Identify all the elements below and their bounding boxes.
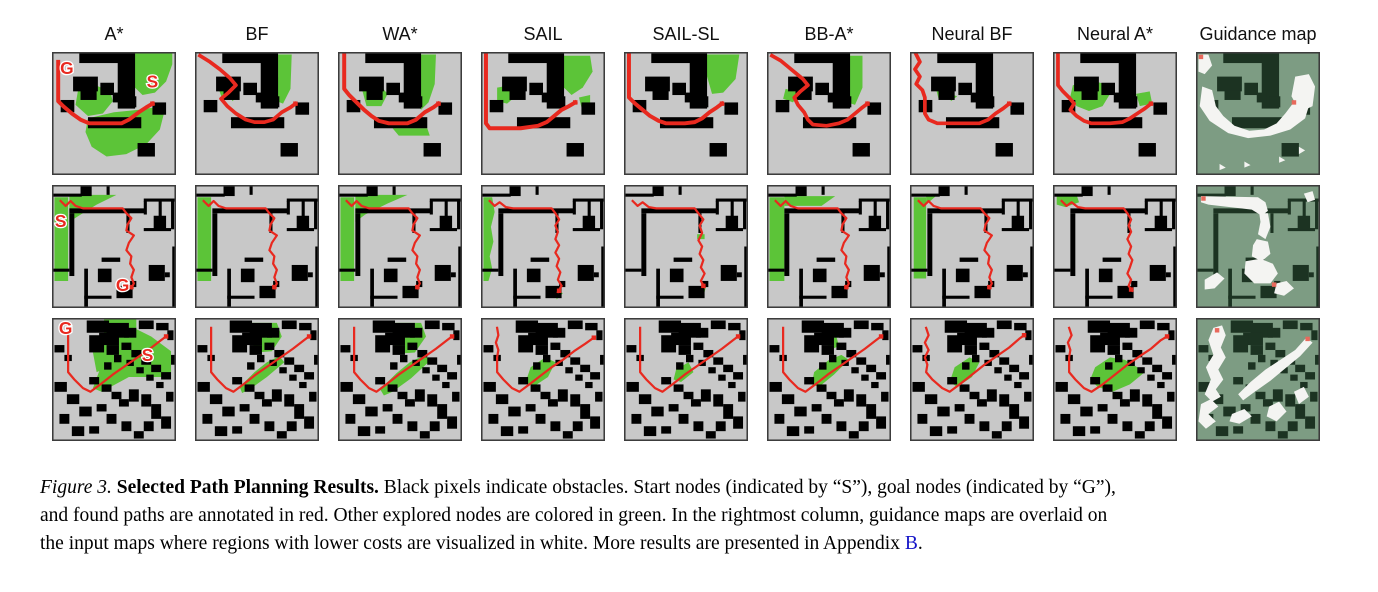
caption-figure-label: Figure 3. [40, 477, 117, 498]
map-row3-guidance-map [1196, 318, 1320, 441]
map-row1-guidance-map [1196, 52, 1320, 175]
column-header-neural-bf: Neural BF [931, 24, 1013, 44]
caption-text: the input maps where regions with lower … [40, 533, 905, 554]
map-row3-neural-a [1053, 318, 1177, 441]
column-headers: A* BF WA* SAIL SAIL-SL BB-A* Neural BF Neural A… [52, 0, 1339, 52]
map-row2-neural-a [1053, 185, 1177, 308]
figure-caption: Figure 3. Selected Path Planning Results… [40, 474, 1350, 558]
map-row1-sail [481, 52, 605, 175]
column-header-guidance-map: Guidance map [1199, 24, 1317, 44]
column-header-a: A* [104, 24, 124, 44]
map-row1-sail-sl [624, 52, 748, 175]
map-row3-neural-bf [910, 318, 1034, 441]
map-row1-neural-a [1053, 52, 1177, 175]
caption-text: . [917, 533, 923, 554]
map-row1-bf [195, 52, 319, 175]
map-row3-bb-a [767, 318, 891, 441]
column-header-bf: BF [245, 24, 269, 44]
map-row3-bf [195, 318, 319, 441]
map-row2-sail-sl [624, 185, 748, 308]
map-row2-wa [338, 185, 462, 308]
map-row1-wa [338, 52, 462, 175]
map-row2-bf [195, 185, 319, 308]
map-row2-sail [481, 185, 605, 308]
start-node-label: S [55, 211, 67, 231]
start-node-label: S [142, 345, 154, 365]
caption-line-1: Figure 3. Selected Path Planning Results… [40, 474, 1350, 502]
column-header-sail-sl: SAIL-SL [652, 24, 720, 44]
caption-line-2: and found paths are annotated in red. Ot… [40, 502, 1350, 530]
caption-text: and found paths are annotated in red. Ot… [40, 505, 1108, 526]
map-row3-sail-sl [624, 318, 748, 441]
column-header-wa: WA* [382, 24, 418, 44]
goal-node-label: G [59, 318, 73, 338]
goal-node-label: G [116, 275, 130, 295]
map-row1-neural-bf [910, 52, 1034, 175]
map-row3-sail [481, 318, 605, 441]
path-planning-figure: A* BF WA* SAIL SAIL-SL BB-A* Neural BF Neural A… [52, 0, 1339, 451]
map-row1-bb-a [767, 52, 891, 175]
caption-line-3: the input maps where regions with lower … [40, 530, 1350, 558]
caption-text: Black pixels indicate obstacles. Start n… [383, 477, 1116, 498]
column-header-bb-a: BB-A* [804, 24, 854, 44]
map-row2-a: SG [52, 185, 176, 308]
map-row3-a: GS [52, 318, 176, 441]
start-node-label: S [147, 72, 159, 92]
caption-title: Selected Path Planning Results. [116, 477, 384, 498]
map-row2-bb-a [767, 185, 891, 308]
appendix-link[interactable]: B [904, 533, 918, 554]
map-row2-neural-bf [910, 185, 1034, 308]
map-row3-wa [338, 318, 462, 441]
column-header-neural-a: Neural A* [1076, 24, 1154, 44]
goal-node-label: G [60, 58, 74, 78]
map-row1-a: GS [52, 52, 176, 175]
map-row2-guidance-map [1196, 185, 1320, 308]
column-header-sail: SAIL [523, 24, 563, 44]
